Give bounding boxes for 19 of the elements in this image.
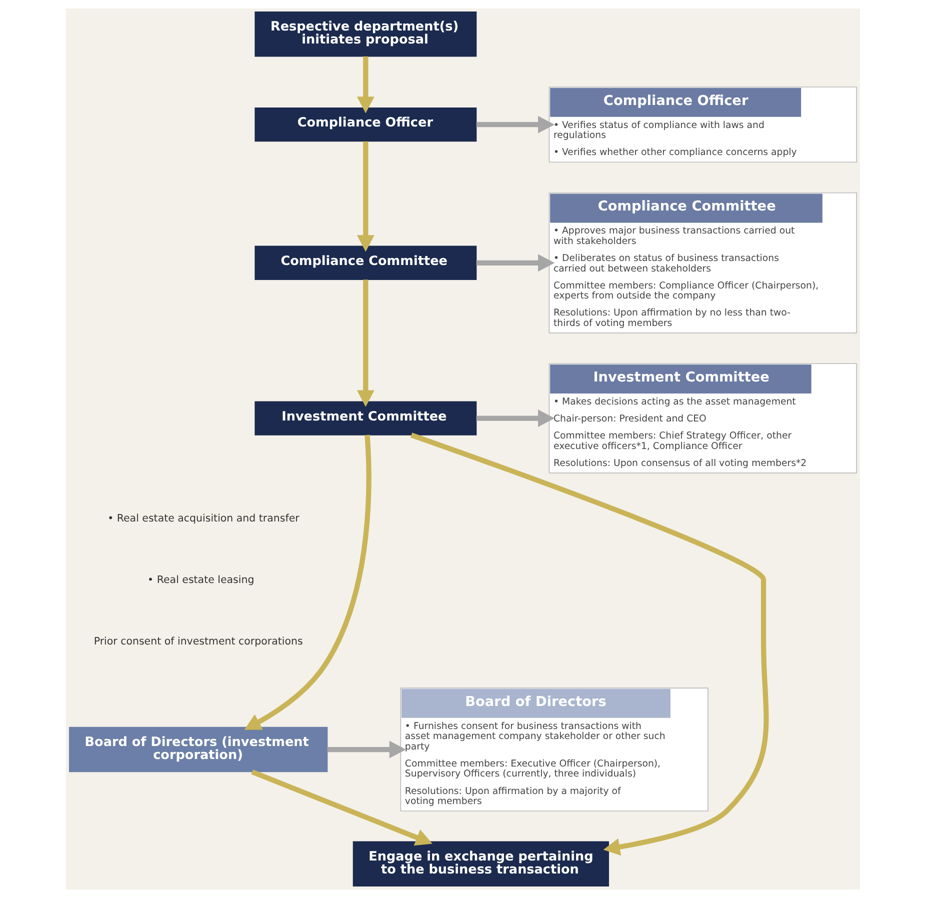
- arrow: [356, 280, 374, 407]
- arrow: [476, 116, 555, 134]
- arrow: [327, 740, 406, 758]
- node-box: Compliance Officer: [254, 108, 477, 142]
- label: Prior consent of investment corporations: [94, 636, 303, 648]
- node-box: Respective department(s) initiates proposal: [254, 11, 477, 57]
- label: • Real estate acquisition and transfer: [108, 512, 300, 525]
- node-box: Engage in exchange pertaining to the business transaction: [352, 841, 609, 887]
- arrow: [244, 434, 372, 730]
- node-box: Compliance Committee: [254, 246, 477, 280]
- arrow: [356, 56, 374, 114]
- label: • Real estate leasing: [148, 574, 254, 586]
- node-box: Investment Committee: [254, 401, 477, 436]
- arrow: [476, 410, 555, 427]
- arrow: [476, 254, 555, 272]
- arrow: [410, 432, 769, 856]
- arrow: [356, 141, 374, 252]
- node-box: Board of Directors (investment corporation): [68, 726, 328, 772]
- arrow: [251, 769, 432, 846]
